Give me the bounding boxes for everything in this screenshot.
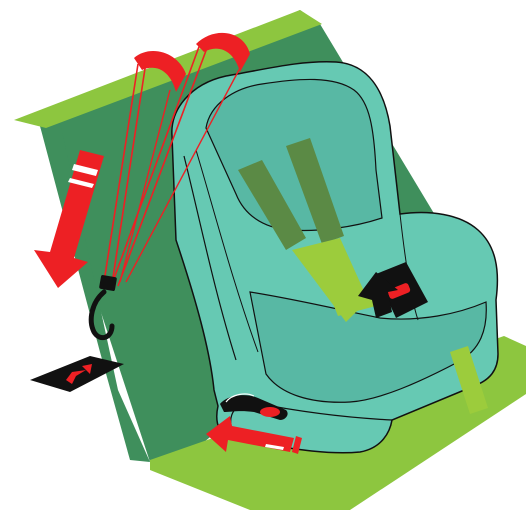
diagram-canvas [0,0,526,510]
car-seat-diagram [0,0,526,510]
